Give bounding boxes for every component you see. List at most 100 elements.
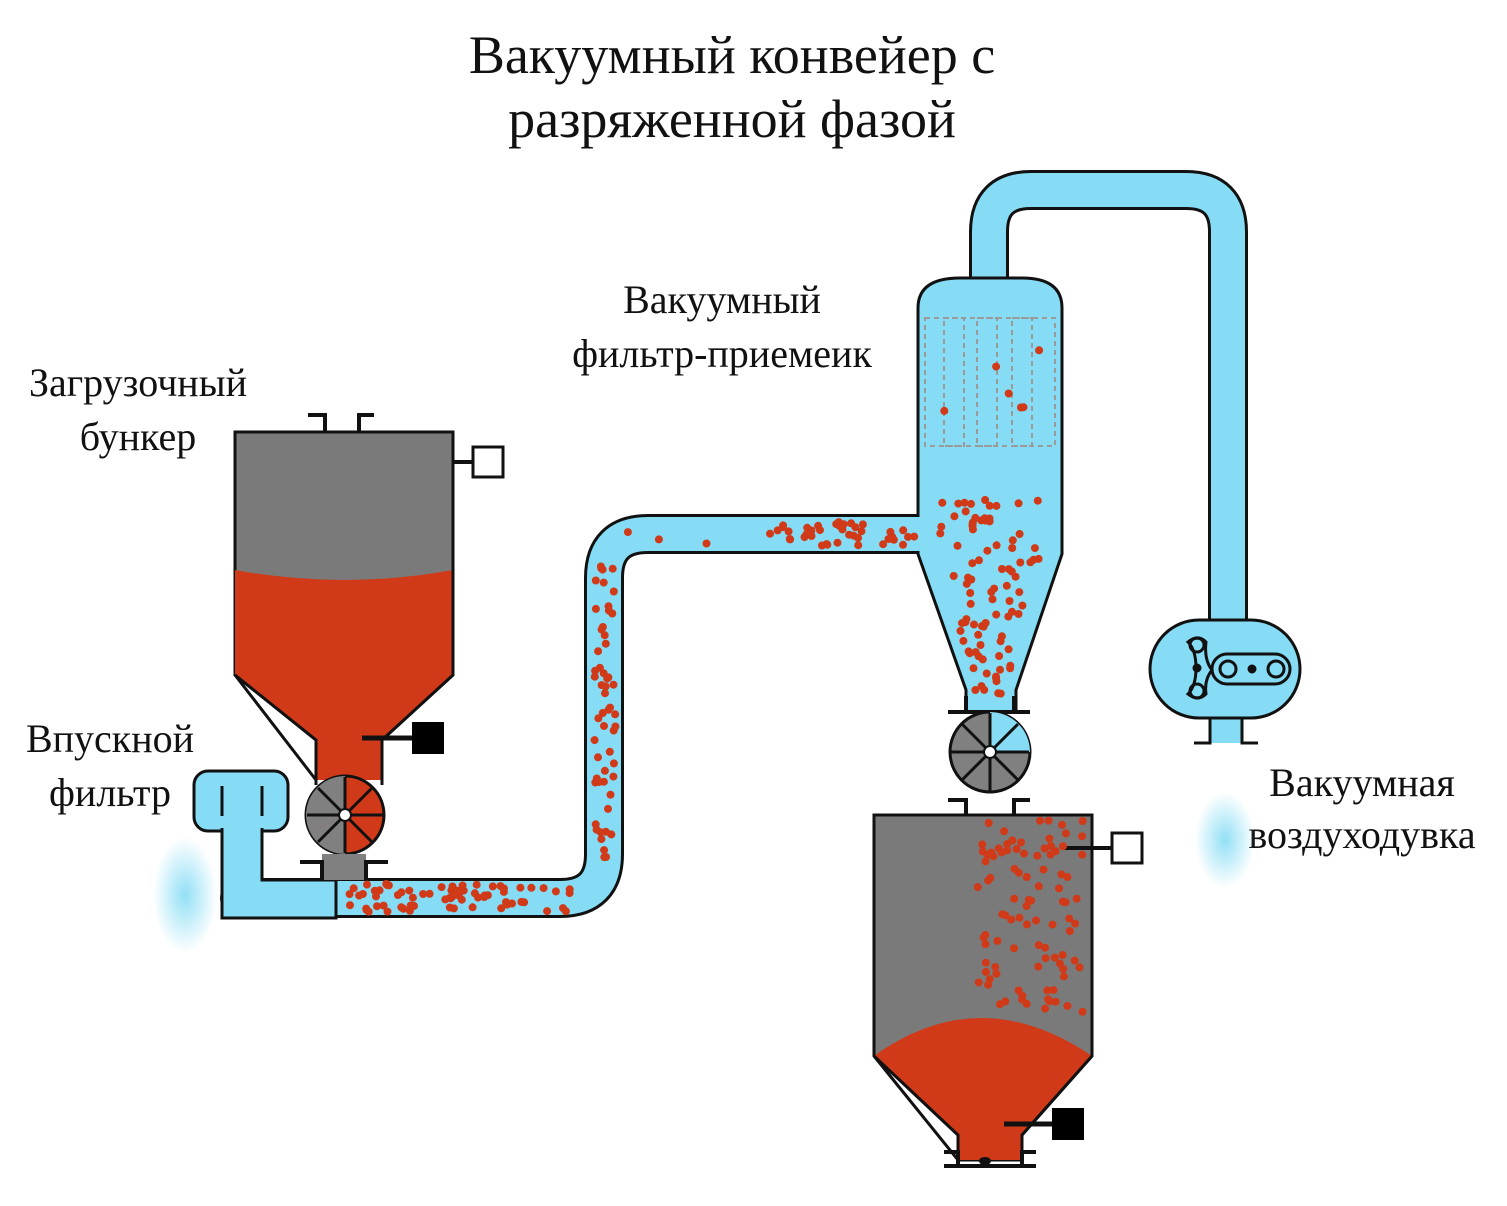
material-particle (976, 641, 985, 649)
material-particle (974, 978, 983, 987)
material-particle (1033, 496, 1042, 505)
material-particle (1078, 832, 1086, 841)
material-particle (449, 904, 458, 913)
material-particle (854, 541, 863, 550)
label-inlet-filter-1: Впускной (26, 716, 194, 761)
material-particle (1041, 1004, 1050, 1013)
material-particle (1057, 870, 1066, 879)
material-particle (992, 969, 1001, 978)
material-particle (608, 609, 617, 618)
receiving-bin (872, 813, 1144, 1168)
level-sensor-icon (1110, 831, 1144, 865)
actuator-icon (412, 722, 444, 754)
material-particle (605, 747, 614, 756)
material-particle (596, 828, 605, 837)
material-particle (448, 882, 457, 891)
material-particle (1015, 913, 1024, 922)
material-particle (1019, 403, 1028, 412)
material-particle (978, 840, 987, 849)
material-particle (1014, 610, 1023, 618)
material-particle (936, 529, 945, 538)
material-particle (910, 532, 919, 541)
material-particle (802, 530, 811, 539)
material-particle (539, 884, 548, 893)
material-particle (480, 893, 489, 902)
material-particle (597, 625, 606, 634)
label-vacuum-blower-2: воздуходувка (1248, 812, 1475, 857)
material-particle (702, 539, 711, 548)
material-particle (592, 774, 601, 783)
material-particle (497, 904, 506, 913)
material-particle (981, 496, 990, 504)
material-particle (603, 674, 612, 683)
title-line-1: Вакуумный конвейер с (469, 25, 995, 85)
material-particle (508, 899, 516, 908)
material-particle (472, 880, 481, 889)
material-particle (1030, 544, 1039, 553)
material-particle (1061, 898, 1070, 907)
material-particle (1078, 817, 1087, 825)
material-particle (1010, 944, 1018, 953)
material-particle (608, 564, 617, 573)
material-particle (1008, 536, 1017, 545)
material-particle (959, 636, 968, 645)
material-particle (1055, 884, 1063, 893)
material-particle (1059, 842, 1067, 851)
material-particle (1022, 999, 1031, 1008)
material-particle (975, 556, 983, 565)
material-particle (996, 689, 1005, 698)
material-particle (1022, 873, 1031, 881)
material-particle (517, 897, 526, 906)
material-particle (594, 753, 602, 762)
bin-material (874, 1018, 1092, 1160)
material-particle (899, 540, 907, 549)
material-particle (600, 722, 608, 730)
exhaust-glow (1195, 792, 1255, 888)
material-particle (833, 538, 842, 547)
material-particle (425, 889, 434, 898)
vacuum-blower (1148, 618, 1302, 888)
material-particle (1005, 597, 1014, 605)
material-particle (598, 709, 607, 717)
material-particle (654, 535, 663, 544)
material-particle (888, 532, 897, 541)
material-particle (609, 759, 618, 768)
material-particle (527, 883, 536, 892)
material-particle (1055, 959, 1064, 968)
material-particle (953, 541, 962, 550)
material-particle (551, 887, 560, 896)
material-particle (1065, 914, 1074, 923)
material-particle (1075, 963, 1084, 972)
material-particle (454, 891, 463, 900)
material-particle (991, 963, 1000, 972)
material-particle (1043, 986, 1052, 995)
material-particle (1006, 661, 1015, 670)
material-particle (408, 893, 417, 902)
material-particle (981, 857, 990, 866)
material-particle (988, 595, 997, 604)
label-vacuum-receiver-2: фильтр-приемеик (572, 331, 872, 376)
actuator-icon (1052, 1108, 1084, 1140)
material-particle (985, 975, 994, 984)
material-particle (565, 889, 574, 898)
material-particle (1041, 954, 1050, 963)
material-particle (994, 844, 1003, 853)
loading-hopper (233, 413, 505, 880)
material-particle (599, 578, 608, 587)
material-particle (773, 526, 782, 535)
material-particle (1022, 920, 1031, 929)
material-particle (973, 883, 982, 892)
material-particle (364, 907, 373, 916)
material-particle (363, 880, 371, 889)
material-particle (986, 873, 995, 882)
material-particle (609, 680, 618, 689)
material-particle (405, 906, 414, 915)
material-particle (1026, 558, 1035, 567)
material-particle (956, 626, 965, 635)
material-particle (345, 890, 354, 899)
material-particle (968, 559, 977, 568)
material-particle (981, 967, 990, 976)
material-particle (1058, 820, 1067, 829)
material-particle (1024, 895, 1033, 904)
